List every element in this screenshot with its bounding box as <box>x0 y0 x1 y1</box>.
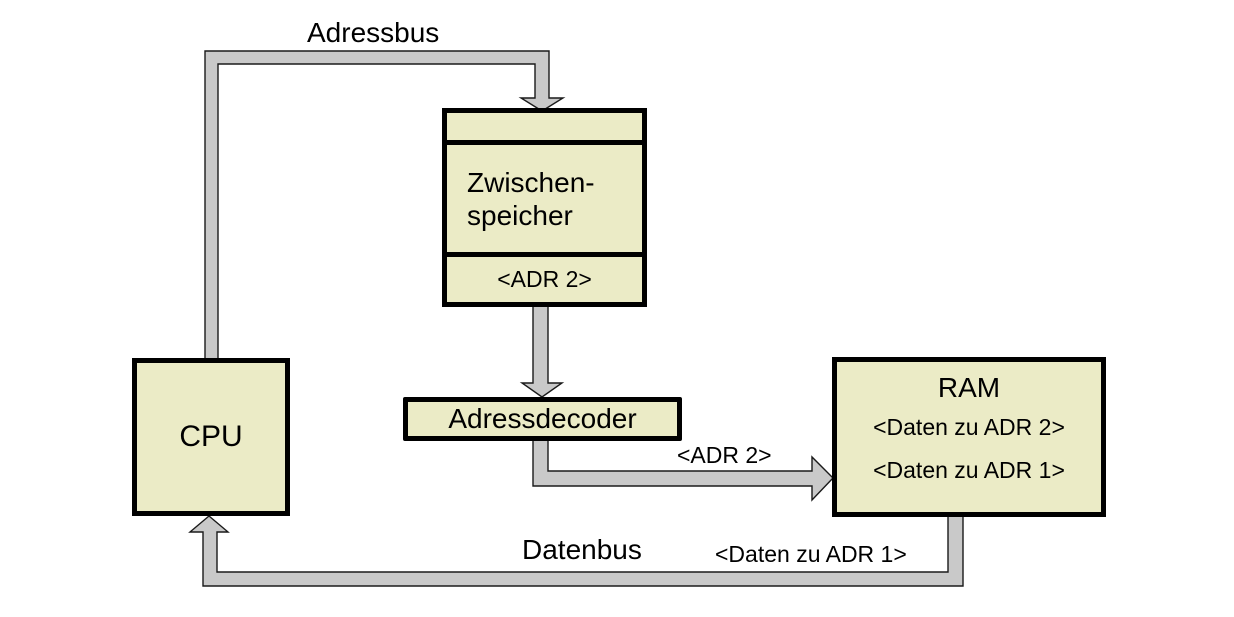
ram-data-row-adr2: <Daten zu ADR 2> <box>873 414 1065 440</box>
adressbus-label: Adressbus <box>307 17 440 48</box>
adressdecoder-label: Adressdecoder <box>448 403 637 434</box>
adressdecoder-box: Adressdecoder <box>403 397 682 441</box>
zwischenspeicher-box: Zwischen- speicher <ADR 2> <box>442 108 647 307</box>
adr2-bus-label: <ADR 2> <box>677 442 772 468</box>
ram-label: RAM <box>937 372 1001 403</box>
zwischenspeicher-label-line1: Zwischen- <box>467 166 595 198</box>
cpu-label: CPU <box>179 420 243 453</box>
zwischenspeicher-empty-slot <box>447 113 642 145</box>
zwischenspeicher-label-line2: speicher <box>467 199 573 231</box>
adressbus-arrow <box>204 50 566 363</box>
datenbus-arrow <box>188 512 964 587</box>
zwischenspeicher-label: Zwischen- speicher <box>447 145 642 257</box>
cpu-box: CPU <box>132 358 290 516</box>
zwischenspeicher-register-slot: <ADR 2> <box>497 266 592 292</box>
decoder-to-ram-arrow <box>532 433 834 502</box>
ram-box: RAM <Daten zu ADR 2> <Daten zu ADR 1> <box>832 357 1106 517</box>
datenbus-label: Datenbus <box>522 534 642 565</box>
buffer-to-decoder-arrow <box>519 302 565 398</box>
daten-zu-adr1-bus-label: <Daten zu ADR 1> <box>715 541 907 567</box>
ram-data-row-adr1: <Daten zu ADR 1> <box>873 457 1065 483</box>
